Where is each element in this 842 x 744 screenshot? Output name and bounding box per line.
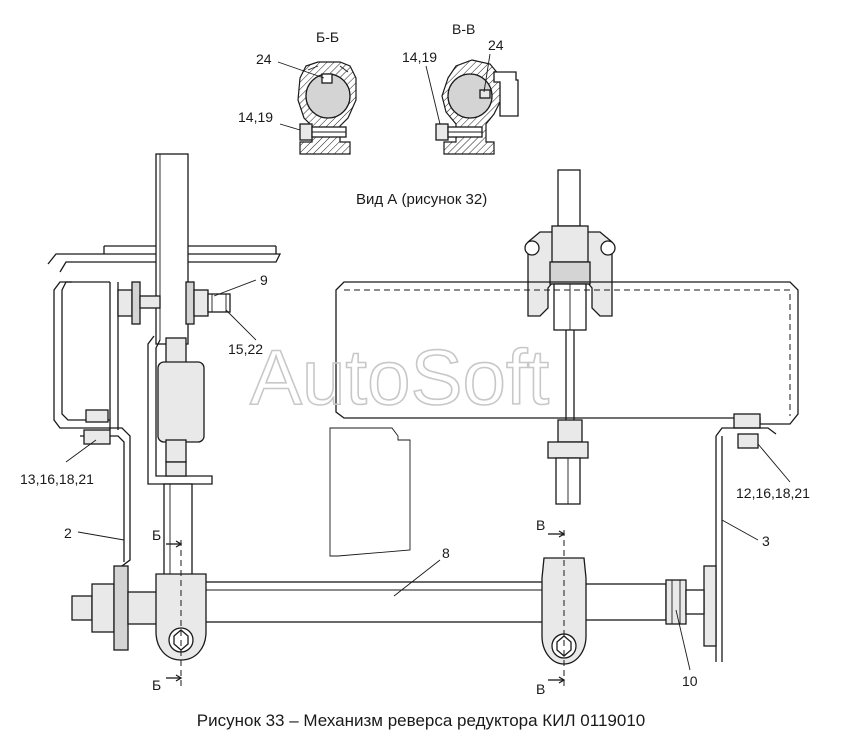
leader-bb-24 <box>277 61 325 79</box>
housing-outline <box>335 281 799 425</box>
section-cut-lines <box>166 530 566 690</box>
callout-leaders <box>65 279 791 671</box>
callout-2: 2 <box>64 525 72 541</box>
callout-15-22: 15,22 <box>228 341 263 357</box>
section-mark-b-bottom: Б <box>152 677 161 693</box>
section-vv-label-24: 24 <box>488 37 504 53</box>
callout-12-16-18-21: 12,16,18,21 <box>736 485 810 501</box>
callout-13-16-18-21: 13,16,18,21 <box>20 471 94 487</box>
figure-caption: Рисунок 33 – Механизм реверса редуктора … <box>197 711 645 730</box>
watermark: AutoSoft <box>250 333 550 421</box>
section-mark-b-top: Б <box>152 527 161 543</box>
section-vv <box>435 59 519 155</box>
fork-assembly <box>524 169 616 505</box>
section-vv-title: В-В <box>452 21 475 37</box>
section-bb-label-14-19: 14,19 <box>238 109 273 125</box>
shaft-assembly <box>71 557 705 665</box>
view-a-label: Вид А (рисунок 32) <box>356 191 487 208</box>
housing-lower <box>329 427 411 557</box>
callout-10: 10 <box>682 673 698 689</box>
section-bb-title: Б-Б <box>316 29 339 45</box>
section-bb <box>297 61 357 155</box>
callout-9: 9 <box>260 272 268 288</box>
leader-bb-14-19 <box>279 123 301 131</box>
leader-vv-14-19 <box>425 65 441 125</box>
section-mark-v-top: В <box>536 517 545 533</box>
section-vv-label-14-19: 14,19 <box>402 49 437 65</box>
callout-8: 8 <box>442 545 450 561</box>
section-mark-v-bottom: В <box>536 681 545 697</box>
left-bracket-assembly <box>47 153 282 577</box>
leader-vv-24 <box>483 53 491 93</box>
right-bracket-assembly <box>703 413 777 662</box>
callout-3: 3 <box>762 533 770 549</box>
section-bb-label-24: 24 <box>256 51 272 67</box>
